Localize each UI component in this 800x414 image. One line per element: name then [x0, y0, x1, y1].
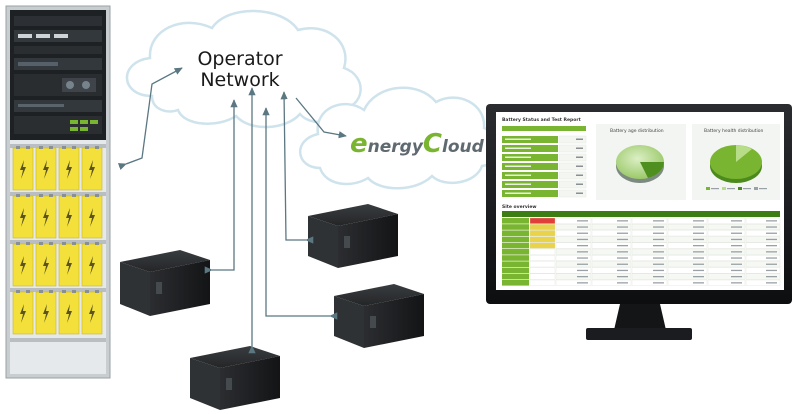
lightning-icon [20, 256, 26, 275]
lightning-icon [43, 304, 49, 323]
lightning-icon [20, 208, 26, 227]
battery-cabinet-left [120, 250, 210, 316]
battery-cell [81, 146, 103, 191]
lightning-icon [89, 256, 95, 275]
lightning-icon [20, 160, 26, 179]
battery-cell [12, 146, 34, 191]
lightning-icon [43, 160, 49, 179]
battery-cell [58, 290, 80, 335]
battery-cell [35, 194, 57, 239]
battery-cell [35, 146, 57, 191]
arrow-cabinet-left [204, 99, 238, 274]
lightning-icon [66, 160, 72, 179]
battery-cell [58, 146, 80, 191]
dashboard: Battery Status and Test Report Battery a… [502, 117, 781, 286]
lightning-icon [89, 208, 95, 227]
battery-cell [12, 242, 34, 287]
arrow-cabinet-right [262, 107, 338, 320]
energy-cloud-logo: energyCloud [350, 129, 485, 159]
lightning-icon [66, 256, 72, 275]
lightning-icon [43, 256, 49, 275]
monitor: Battery Status and Test Report Battery a… [486, 104, 792, 340]
battery-shelves [10, 144, 106, 342]
chart1-title: Battery age distribution [610, 128, 664, 134]
operator-label-line2: Network [200, 69, 279, 91]
battery-cell [58, 194, 80, 239]
kpi-table [502, 135, 587, 198]
connectors [117, 67, 347, 354]
rack-equipment [10, 10, 106, 140]
battery-cell [35, 242, 57, 287]
battery-cell [12, 194, 34, 239]
chart2-title: Battery health distribution [704, 128, 764, 134]
operator-label-line1: Operator [197, 48, 282, 70]
battery-cell [81, 242, 103, 287]
battery-cell [12, 290, 34, 335]
lightning-icon [66, 208, 72, 227]
lightning-icon [43, 208, 49, 227]
battery-cabinet-right [334, 284, 424, 348]
battery-cell [81, 194, 103, 239]
battery-cell [81, 290, 103, 335]
battery-rack [5, 5, 111, 379]
lightning-icon [20, 304, 26, 323]
arrow-cabinet-top-right [280, 91, 314, 244]
lightning-icon [89, 160, 95, 179]
site-overview-title: Site overview [502, 204, 537, 210]
arrow-rack-to-operator [117, 67, 183, 170]
energy-cloud: energyCloud [298, 86, 500, 190]
lightning-icon [66, 304, 72, 323]
site-overview-table [502, 211, 781, 286]
battery-cabinet-top-right [308, 204, 398, 268]
battery-cell [35, 290, 57, 335]
report-title: Battery Status and Test Report [502, 117, 582, 123]
battery-cabinet-bottom [190, 346, 280, 410]
lightning-icon [89, 304, 95, 323]
battery-cell [58, 242, 80, 287]
